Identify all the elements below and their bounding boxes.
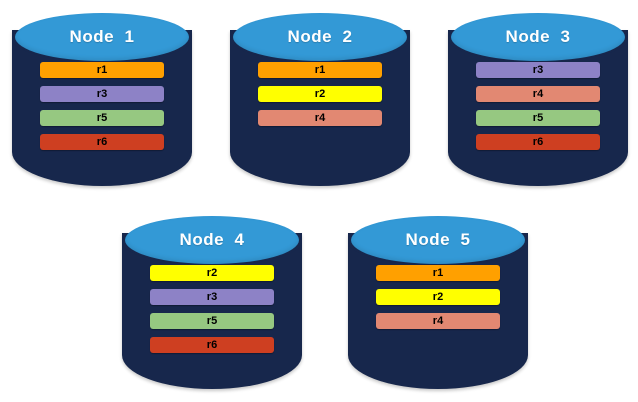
replica-bar[interactable]: r5: [150, 313, 274, 329]
replica-bar[interactable]: r6: [40, 134, 164, 150]
database-node[interactable]: Node 3 r3 r4 r5 r6: [448, 8, 628, 186]
database-node[interactable]: Node 4 r2 r3 r5 r6: [122, 211, 302, 389]
replica-bar[interactable]: r6: [150, 337, 274, 353]
replica-list: r3 r4 r5 r6: [476, 62, 600, 150]
replica-list: r1 r3 r5 r6: [40, 62, 164, 150]
replica-bar[interactable]: r3: [476, 62, 600, 78]
replica-bar[interactable]: r4: [376, 313, 500, 329]
database-node[interactable]: Node 5 r1 r2 r4: [348, 211, 528, 389]
replica-bar[interactable]: r5: [476, 110, 600, 126]
replica-bar[interactable]: r3: [40, 86, 164, 102]
database-node[interactable]: Node 2 r1 r2 r4: [230, 8, 410, 186]
database-node[interactable]: Node 1 r1 r3 r5 r6: [12, 8, 192, 186]
cylinder-top-disc: Node 4: [125, 216, 299, 264]
node-title: Node 3: [505, 27, 571, 46]
replica-bar[interactable]: r1: [40, 62, 164, 78]
node-title: Node 2: [287, 27, 353, 46]
node-title: Node 4: [179, 230, 245, 249]
replica-bar[interactable]: r1: [376, 265, 500, 281]
replica-list: r1 r2 r4: [258, 62, 382, 126]
replica-list: r1 r2 r4: [376, 265, 500, 329]
replica-bar[interactable]: r2: [376, 289, 500, 305]
replica-bar[interactable]: r2: [150, 265, 274, 281]
cylinder-top-disc: Node 3: [451, 13, 625, 61]
replica-bar[interactable]: r5: [40, 110, 164, 126]
replica-bar[interactable]: r1: [258, 62, 382, 78]
cylinder-top-disc: Node 2: [233, 13, 407, 61]
node-title: Node 1: [69, 27, 135, 46]
replica-bar[interactable]: r4: [258, 110, 382, 126]
replica-bar[interactable]: r3: [150, 289, 274, 305]
cylinder-top-disc: Node 1: [15, 13, 189, 61]
replica-bar[interactable]: r4: [476, 86, 600, 102]
replica-bar[interactable]: r2: [258, 86, 382, 102]
node-title: Node 5: [405, 230, 471, 249]
replica-list: r2 r3 r5 r6: [150, 265, 274, 353]
cylinder-top-disc: Node 5: [351, 216, 525, 264]
replica-bar[interactable]: r6: [476, 134, 600, 150]
